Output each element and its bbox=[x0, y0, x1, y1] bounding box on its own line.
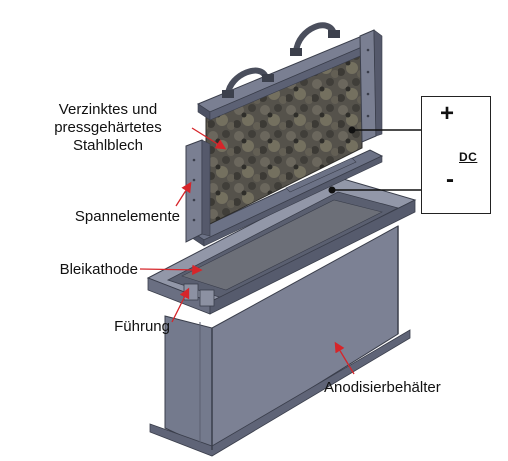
clamp-post-right bbox=[359, 29, 377, 143]
arrow-icon bbox=[191, 127, 227, 150]
label-clamping-elements: Spannelemente bbox=[74, 208, 180, 225]
clamp-post-left bbox=[185, 139, 203, 243]
label-steel-sheet: Verzinktes und pressgehärtetes Stahlblec… bbox=[28, 101, 188, 155]
guide-block-right bbox=[199, 289, 215, 307]
arrow-icon bbox=[139, 264, 203, 276]
arrow-icon bbox=[175, 181, 192, 207]
pointer-arrows bbox=[139, 127, 355, 375]
label-steel-line-3: Stahlblech bbox=[72, 137, 144, 154]
clamp-frame bbox=[185, 22, 384, 247]
label-steel-line-1: Verzinktes und bbox=[58, 101, 158, 118]
label-lead-cathode: Bleikathode bbox=[59, 261, 138, 278]
arrow-icon bbox=[171, 287, 190, 323]
handle-icon bbox=[293, 22, 337, 55]
label-anodizing-tank: Anodisierbehälter bbox=[324, 379, 441, 396]
terminal-dot-icon bbox=[328, 186, 336, 194]
dc-power-supply bbox=[421, 96, 491, 214]
guide-block-left bbox=[183, 283, 199, 301]
positive-terminal-symbol: + bbox=[440, 100, 455, 127]
terminal-dot-icon bbox=[348, 126, 356, 134]
tank-front-face bbox=[164, 315, 213, 451]
arrow-icon bbox=[334, 341, 355, 375]
tank-rim-right bbox=[209, 199, 416, 315]
lead-cathode bbox=[181, 199, 383, 291]
label-guide: Führung bbox=[114, 318, 170, 335]
label-steel-line-2: pressgehärtetes bbox=[54, 119, 162, 136]
dc-label: DC bbox=[459, 150, 478, 164]
negative-terminal-symbol: - bbox=[446, 166, 454, 193]
anodizing-tank bbox=[146, 177, 417, 457]
